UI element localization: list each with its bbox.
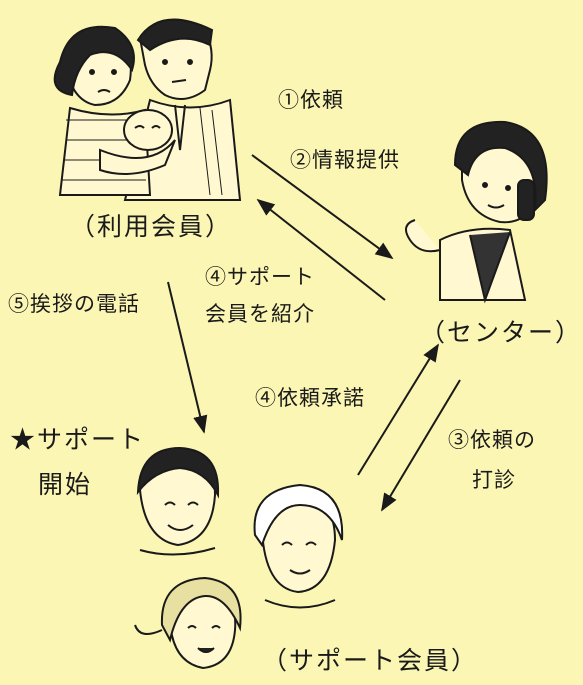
family-illustration [53,18,242,201]
step4-accept-label: ④依頼承諾 [255,386,365,410]
step4-intro-line1-label: ④サポート [205,265,315,289]
arrow-request [251,154,394,260]
center-staff-illustration [405,120,548,304]
support-members-illustration [134,446,344,670]
start-line2-label: 開始 [38,470,93,499]
start-line1-label: ★サポート [10,425,146,454]
step3-line1-label: ③依頼の [448,428,536,452]
support-members-label: （サポート会員） [262,646,479,675]
arrow-info [256,198,386,301]
arrow-accept [357,343,439,476]
step5-greeting-label: ⑤挨拶の電話 [8,292,140,316]
step2-info-label: ②情報提供 [290,148,400,172]
step3-line2-label: 打診 [472,468,516,492]
center-label: （センター） [420,318,583,347]
step1-request-label: ①依頼 [278,88,344,112]
step4-intro-line2-label: 会員を紹介 [205,302,315,326]
user-members-label: （利用会員） [70,212,233,241]
arrow-greeting-call [167,281,208,434]
arrow-sound-out [381,379,461,512]
